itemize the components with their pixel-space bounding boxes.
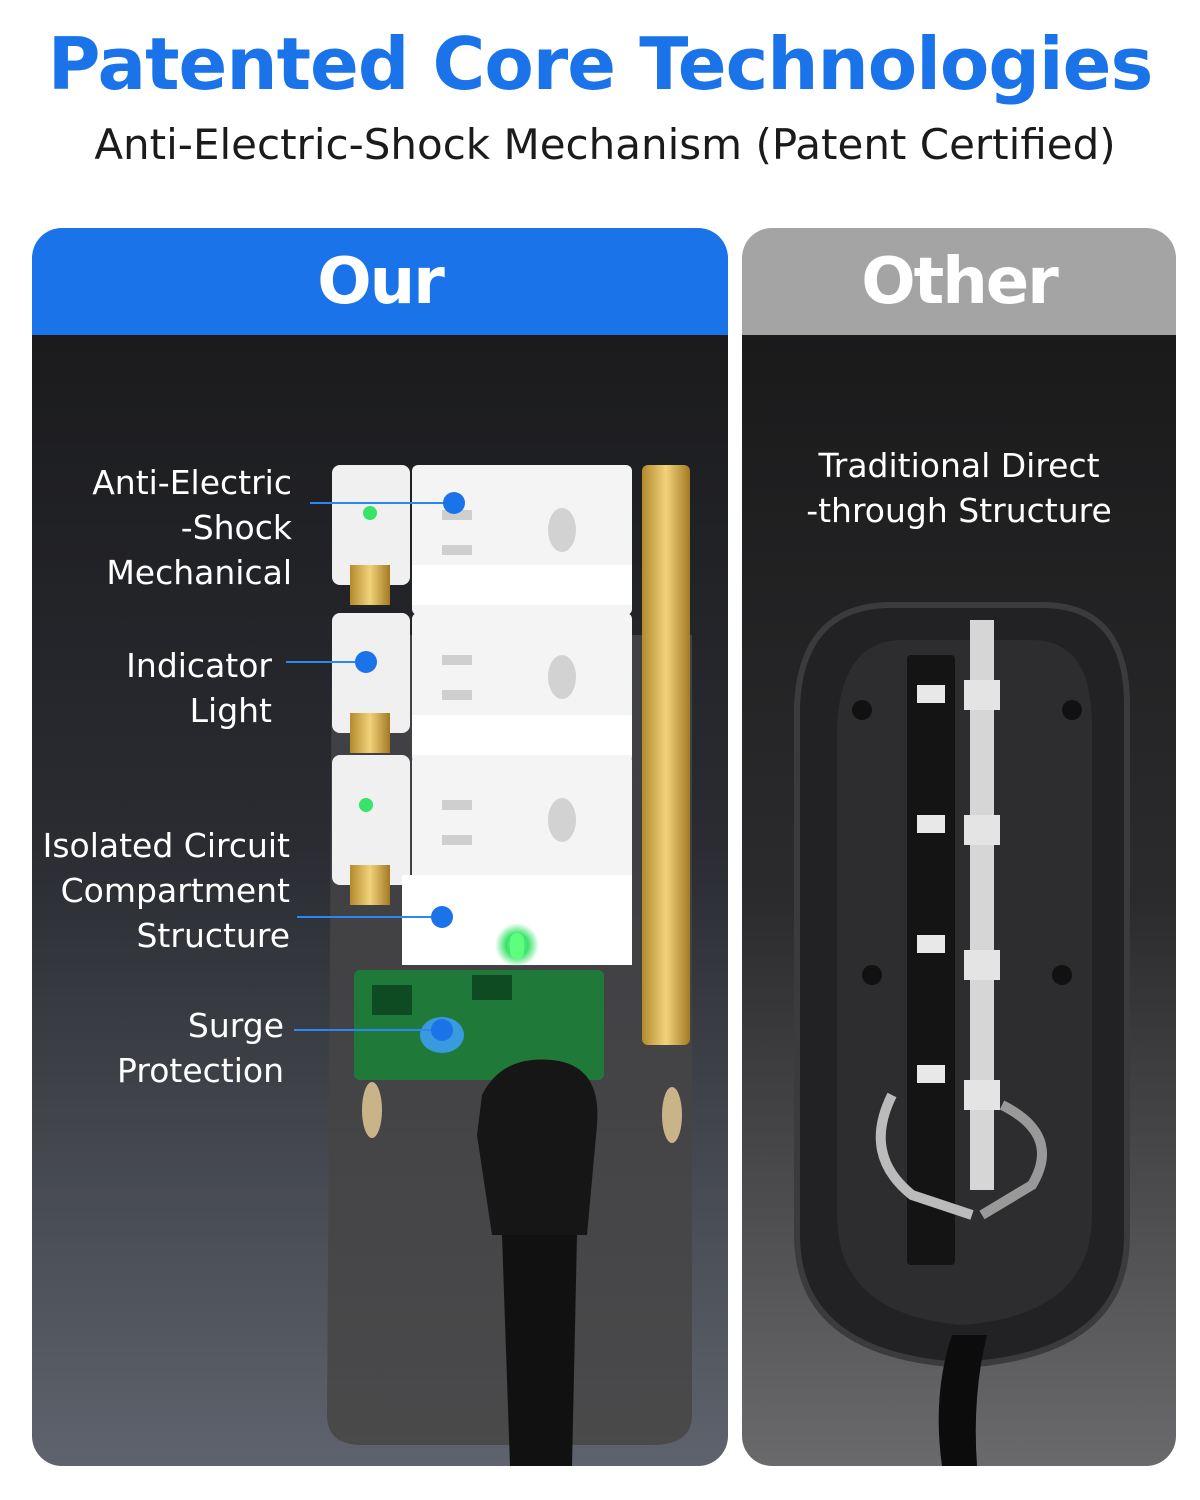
callout-indicator-light: Indicator Light bbox=[126, 646, 272, 730]
other-panel-header: Other bbox=[742, 228, 1176, 335]
callout-dot-1 bbox=[443, 492, 465, 514]
page-title: Patented Core Technologies bbox=[47, 22, 1154, 106]
callout-connectors bbox=[286, 502, 452, 1031]
other-structure-description: Traditional Direct -through Structure bbox=[806, 446, 1112, 530]
callout-isolated-circuit: Isolated Circuit Compartment Structure bbox=[42, 826, 290, 955]
outlet-module-1 bbox=[332, 465, 632, 615]
callout-dot-2 bbox=[355, 651, 377, 673]
our-panel-header: Our bbox=[32, 228, 728, 335]
page-subtitle: Anti-Electric-Shock Mechanism (Patent Ce… bbox=[94, 120, 1116, 169]
callout-anti-shock: Anti-Electric -Shock Mechanical bbox=[92, 463, 292, 592]
our-product-panel: Our bbox=[32, 228, 728, 1466]
other-power-strip-illustration bbox=[794, 602, 1130, 1466]
outlet-module-2 bbox=[332, 613, 632, 763]
callout-dot-3 bbox=[431, 906, 453, 928]
our-power-strip-illustration bbox=[286, 465, 692, 1466]
callout-surge-protection: Surge Protection bbox=[117, 1006, 284, 1090]
our-panel-body: Anti-Electric -Shock Mechanical Indicato… bbox=[32, 335, 728, 1466]
callout-dot-4 bbox=[431, 1019, 453, 1041]
other-panel-body: Traditional Direct -through Structure bbox=[742, 335, 1176, 1466]
other-product-panel: Other Traditional Direct -through Struct… bbox=[742, 228, 1176, 1466]
